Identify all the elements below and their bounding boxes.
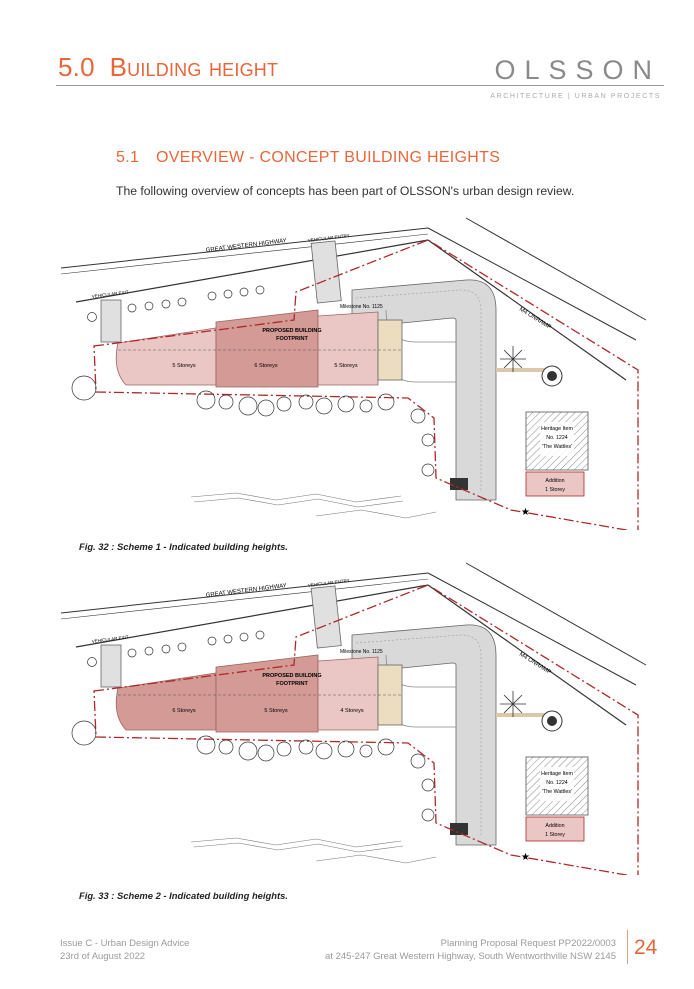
milestone-label-1: Milestone No. 1125 (340, 304, 383, 310)
footprint-label: PROPOSED BUILDING (262, 328, 321, 334)
driveways: VEHICULAR ENTRY VEHICULAR EXIT (92, 233, 350, 343)
ramp-label: M4 ONRAMP (518, 307, 552, 331)
road-label: GREAT WESTERN HIGHWAY (206, 238, 288, 254)
building-footprint: PROPOSED BUILDING FOOTPRINT 6 Storeys 5 … (115, 654, 403, 733)
heritage-label-3: 'The Wattles' (542, 444, 572, 450)
entry-label: VEHICULAR ENTRY (308, 578, 350, 588)
zone-c-label: 4 Storeys (340, 708, 363, 714)
heritage-label-2: No. 1224 (546, 435, 568, 441)
building-footprint: PROPOSED BUILDING FOOTPRINT 5 Storeys 6 … (115, 309, 403, 388)
subsection-title: OVERVIEW - CONCEPT BUILDING HEIGHTS (156, 149, 501, 166)
zone-c-label: 5 Storeys (334, 363, 357, 369)
header-divider (56, 85, 664, 86)
brand-subtitle: ARCHITECTURE | URBAN PROJECTS (490, 93, 661, 100)
footer-issue-line: Issue C - Urban Design Advice (60, 938, 190, 949)
exit-label: VEHICULAR EXIT (92, 289, 130, 299)
subsection-number: 5.1 (116, 149, 140, 166)
heritage-label-1: Heritage Item (541, 426, 573, 432)
plan-scheme-1: GREAT WESTERN HIGHWAY M4 ONRAMP VEHICULA… (56, 210, 656, 535)
footer-project-line: Planning Proposal Request PP2022/0003 (440, 938, 616, 949)
milestone-label-1: Milestone No. 1125 (340, 649, 383, 655)
heritage-label-3: 'The Wattles' (542, 789, 572, 795)
zone-b-label: 5 Storeys (264, 708, 287, 714)
footprint-label: PROPOSED BUILDING (262, 673, 321, 679)
site-boundary (93, 239, 639, 533)
page-number-divider (627, 930, 628, 964)
intro-paragraph: The following overview of concepts has b… (116, 184, 575, 198)
addition-label-2: 1 Storey (545, 832, 565, 838)
footpath (496, 713, 548, 723)
zone-a-label: 5 Storeys (172, 363, 195, 369)
star-icon: ★ (521, 852, 530, 863)
zone-b-label: 6 Storeys (254, 363, 277, 369)
heritage-label-1: Heritage Item (541, 771, 573, 777)
contour-lines (190, 837, 437, 864)
contour-lines (190, 492, 437, 519)
footpath (496, 368, 548, 378)
page-number: 24 (634, 936, 658, 959)
exit-label: VEHICULAR EXIT (92, 634, 130, 644)
ramp-label: M4 ONRAMP (518, 652, 552, 676)
zone-a-label: 6 Storeys (172, 708, 195, 714)
roundabout-icon (541, 710, 563, 732)
heritage-label-2: No. 1224 (546, 780, 568, 786)
car-park (351, 279, 497, 501)
road-label: GREAT WESTERN HIGHWAY (206, 583, 288, 599)
section-title: 5.0 Building height (58, 52, 278, 83)
footer-issue: Issue C - Urban Design Advice 23rd of Au… (60, 937, 189, 963)
roundabout-icon (541, 365, 563, 387)
footer-address-line: at 245-247 Great Western Highway, South … (325, 951, 616, 962)
entry-label: VEHICULAR ENTRY (308, 233, 350, 243)
section-title-text: Building height (109, 52, 279, 82)
lower-trees (71, 375, 435, 477)
footprint-label-2: FOOTPRINT (276, 336, 308, 342)
footprint-label-2: FOOTPRINT (276, 681, 308, 687)
star-icon: ★ (521, 507, 530, 518)
site-boundary (93, 584, 639, 878)
highway-trees (87, 285, 265, 322)
car-park (351, 624, 497, 846)
section-number: 5.0 (58, 52, 95, 82)
addition-label-1: Addition (545, 478, 564, 484)
highway-trees (87, 630, 265, 667)
feature-tree-icon (500, 346, 526, 372)
addition-label-2: 1 Storey (545, 487, 565, 493)
heritage-item: Heritage Item No. 1224 'The Wattles' Add… (525, 756, 589, 842)
figure-caption-2: Fig. 33 : Scheme 2 - Indicated building … (79, 890, 288, 901)
driveways: VEHICULAR ENTRY VEHICULAR EXIT (92, 578, 350, 688)
lower-trees (71, 720, 435, 822)
brand-logo: OLSSON (494, 55, 661, 85)
heritage-item: Heritage Item No. 1224 'The Wattles' Add… (525, 411, 589, 497)
subsection-heading: 5.1 OVERVIEW - CONCEPT BUILDING HEIGHTS (116, 149, 500, 167)
footer-date-line: 23rd of August 2022 (60, 951, 146, 962)
feature-tree-icon (500, 691, 526, 717)
addition-label-1: Addition (545, 823, 564, 829)
plan-scheme-2: GREAT WESTERN HIGHWAY M4 ONRAMP VEHICULA… (56, 555, 656, 880)
footer-project: Planning Proposal Request PP2022/0003 at… (325, 937, 616, 963)
figure-caption-1: Fig. 32 : Scheme 1 - Indicated building … (79, 541, 288, 552)
